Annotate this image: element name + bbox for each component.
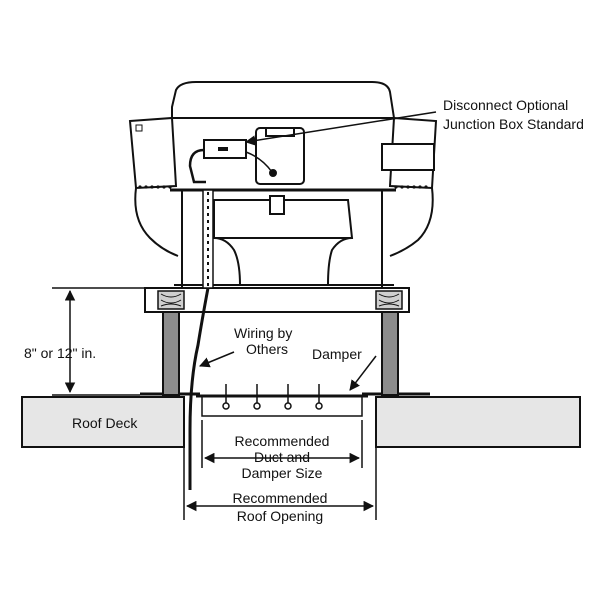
duct-label-line1: Recommended: [235, 433, 330, 449]
roof-deck: [21, 392, 581, 448]
belt-guard: [381, 143, 435, 171]
damper-blades: [222, 384, 323, 410]
curb-post-right: [381, 311, 399, 396]
wiring-leader: [199, 351, 235, 368]
guard-bolt-1: [135, 124, 143, 132]
box-wire: [188, 148, 206, 184]
opening-label-line1: Recommended: [233, 490, 328, 506]
junction-label: Junction Box Standard: [443, 116, 584, 132]
duct-label-line2: Duct and: [254, 449, 310, 465]
housing-right: [389, 187, 434, 257]
dimension-lines: [52, 111, 437, 520]
wiring-cable: [188, 287, 210, 490]
housing-left: [134, 187, 179, 257]
conduit: [188, 189, 214, 490]
wiring-label-line2: Others: [246, 341, 288, 357]
junction-box-slot: [218, 147, 228, 151]
conduit-tube: [202, 189, 214, 289]
wiring-label-line1: Wiring by: [234, 325, 292, 341]
disconnect-label: Disconnect Optional: [443, 97, 568, 113]
duct-label-line3: Damper Size: [242, 465, 323, 481]
shroud-left: [128, 116, 178, 190]
opening-label-line2: Roof Opening: [237, 508, 323, 524]
damper-leader: [349, 355, 377, 391]
roof-deck-label: Roof Deck: [72, 415, 138, 431]
damper: [196, 384, 368, 417]
wood-grain-left: [160, 293, 182, 307]
roof-curb: [144, 287, 410, 396]
fan-hood: [171, 81, 396, 119]
curb-rail: [144, 287, 410, 313]
roof-deck-left: [21, 396, 185, 448]
shaft-hub: [269, 195, 285, 215]
height-label: 8" or 12" in.: [24, 345, 96, 361]
motor-wire: [245, 151, 273, 173]
wood-grain-right: [378, 293, 400, 307]
damper-label: Damper: [312, 346, 362, 362]
curb-post-left: [162, 311, 180, 396]
vent-dots-left: [138, 185, 172, 189]
disconnect-leader: [244, 111, 437, 146]
fan-assembly: [128, 81, 438, 288]
vent-dots-right: [394, 185, 428, 189]
roof-deck-right: [375, 396, 581, 448]
impeller: [213, 199, 354, 286]
wire-terminal: [269, 169, 277, 177]
